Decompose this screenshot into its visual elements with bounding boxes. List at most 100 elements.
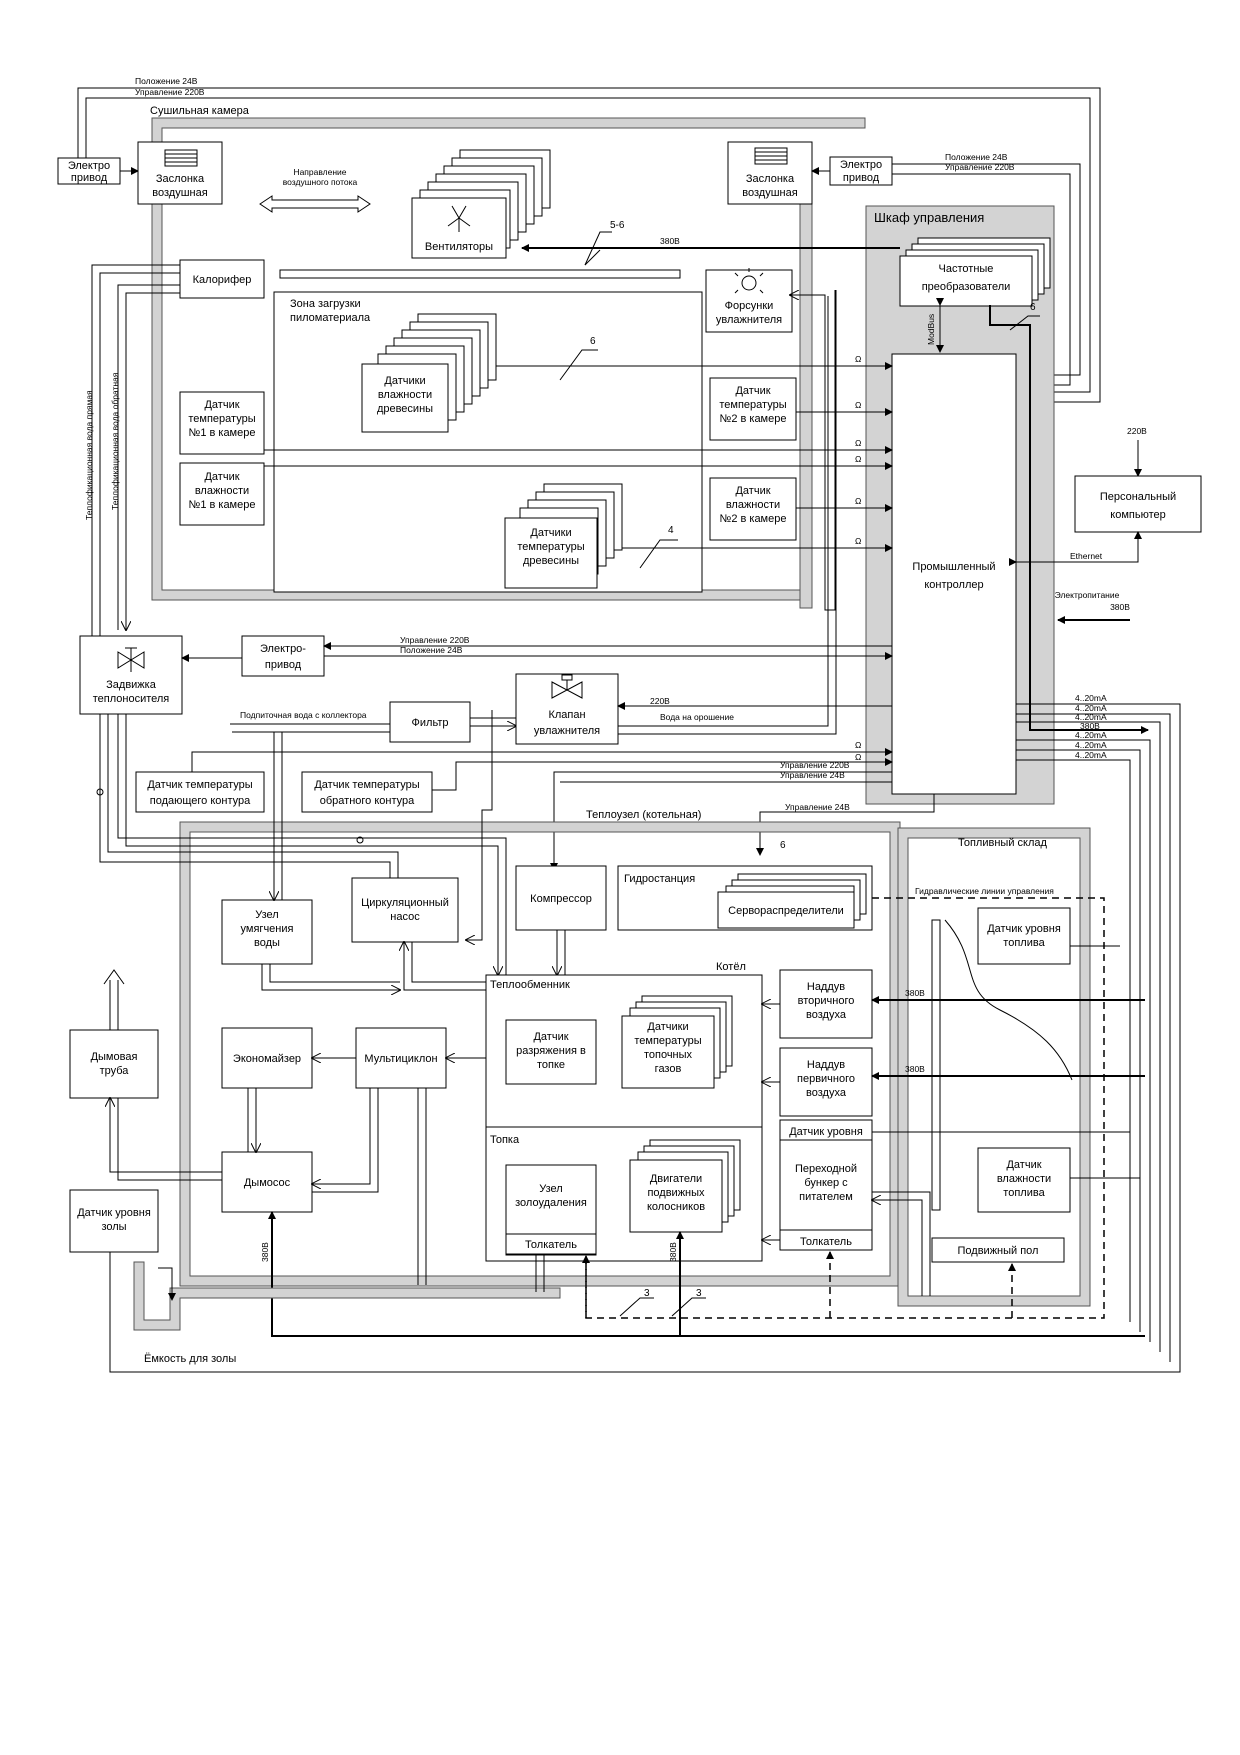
svg-text:4..20mA: 4..20mA [1075,730,1107,740]
num-6a-label: 6 [1030,302,1036,313]
prim-air-l1: Наддув [807,1059,845,1071]
svg-text:Ω: Ω [855,438,861,448]
pc-l2: компьютер [1110,509,1165,521]
pusher-1 [505,1233,597,1255]
wood-temp-l2: температуры [517,541,584,553]
ohm-markers: Ω Ω Ω Ω Ω Ω Ω Ω [855,354,861,762]
boiler-label: Котёл [716,961,746,973]
ctrl220-low-label: Управление 220В [780,760,850,770]
temp1-l1: Датчик [204,399,239,411]
pusher1-label: Толкатель [525,1239,577,1251]
num-6b-label: 6 [590,336,596,347]
circ-pump-l1: Циркуляционный [361,897,449,909]
moving-floor [931,1237,1065,1263]
ash-level-l2: золы [101,1221,126,1233]
actuator-right [829,156,893,186]
damper-right-icon [754,147,788,165]
furnace-label: Топка [490,1134,520,1146]
v380-prim-label: 380В [905,1064,925,1074]
prim-air-l3: воздуха [806,1087,847,1099]
temp2-l2: температуры [719,399,786,411]
fan-icon [447,205,471,232]
hum1-l3: №1 в камере [189,499,256,511]
vacuum-l3: топке [537,1059,565,1071]
heat-return-label: Теплофикационная вода обратная [110,372,120,510]
chimney [69,1029,159,1099]
actuator-left [57,157,121,185]
servo-stack [717,873,867,929]
compressor-label: Компрессор [530,893,592,905]
sec-air-l1: Наддув [807,981,845,993]
ash-removal-pipe [535,1254,545,1292]
num-3b-label: 3 [696,1288,702,1299]
hydro-station-label: Гидростанция [624,873,695,885]
moving-floor-label: Подвижный пол [958,1245,1039,1257]
grate-l1: Двигатели [650,1173,702,1185]
chimney-arrow-icon [103,969,125,985]
hum1-l1: Датчик [204,471,239,483]
fuel-moist-l2: влажности [997,1173,1051,1185]
ctrl24-hydro-label: Управление 24В [785,802,850,812]
svg-text:Ω: Ω [855,496,861,506]
sec-air-l3: воздуха [806,1009,847,1021]
ctrl220-right-label: Управление 220В [945,162,1015,172]
ctrl24-low-label: Управление 24В [780,770,845,780]
actuator-left-l2: привод [71,172,108,184]
smoke-exhauster [221,1151,313,1213]
fuel-level-l2: топлива [1003,937,1045,949]
valve-icon [551,674,583,699]
makeup-water-label: Подпиточная вода с коллектора [240,710,367,720]
irrigation-label: Вода на орошение [660,712,734,722]
grate-l3: колосников [647,1201,705,1213]
ctrl220-mid-label: Управление 220В [400,635,470,645]
v380-fans-label: 380В [660,236,680,246]
svg-text:4..20mA: 4..20mA [1075,712,1107,722]
transfer-bunker [779,1139,873,1231]
heater [179,259,265,299]
ash-trough [133,1261,561,1331]
sec-air-l2: вторичного [798,995,855,1007]
hum1-l2: влажности [195,485,249,497]
gate-valve-l1: Задвижка [106,679,157,691]
return-temp-sensor [301,771,433,813]
temp-sensor-1 [179,391,265,455]
v380-exh-label: 380В [260,1242,270,1262]
wood-moist-l1: Датчики [384,375,425,387]
primary-air-blower [779,1047,873,1117]
ma-labels: 4..20mA 4..20mA 4..20mA 380В 4..20mA 4..… [1075,693,1107,760]
return-temp-l1: Датчик температуры [314,779,419,791]
multicyclone-label: Мультициклон [364,1053,437,1065]
fuel-level-l1: Датчик уровня [987,923,1061,935]
hum2-l3: №2 в камере [720,513,787,525]
wood-moist-l2: влажности [378,389,432,401]
prim-air-l2: первичного [797,1073,855,1085]
fuel-store-label: Топливный склад [958,837,1047,849]
fuel-moisture-sensor [977,1147,1071,1213]
water-softening [221,899,313,965]
ash-removal-l1: Узел [539,1183,562,1195]
chimney-outlet [109,980,119,1030]
return-temp-l2: обратного контура [320,795,415,807]
svg-text:4..20mA: 4..20mA [1075,740,1107,750]
pos24-top-label: Положение 24В [135,76,198,86]
actuator-left-l1: Электро [68,160,110,172]
ash-removal-l2: золоудаления [515,1197,587,1209]
cabinet-label: Шкаф управления [874,210,984,225]
drying-chamber-label: Сушильная камера [150,105,250,117]
bunker-l1: Переходной [795,1163,857,1175]
flue-temp-l3: топочных [644,1049,693,1061]
flue-temp-l1: Датчики [647,1021,688,1033]
v380-grate-label: 380В [668,1242,678,1262]
wood-moist-l3: древесины [377,403,433,415]
freq-conv-l2: преобразователи [922,281,1011,293]
bunker-l2: бункер с [804,1177,848,1189]
vacuum-l2: разряжения в [516,1045,586,1057]
heat-exchanger-label: Теплообменник [490,979,570,991]
temp2-l1: Датчик [735,385,770,397]
num-3a-label: 3 [644,1288,650,1299]
num-4-label: 4 [668,525,674,536]
ethernet-label: Ethernet [1070,551,1103,561]
wood-moisture-stack [361,313,497,433]
servo-label: Сервораспределители [728,905,844,917]
